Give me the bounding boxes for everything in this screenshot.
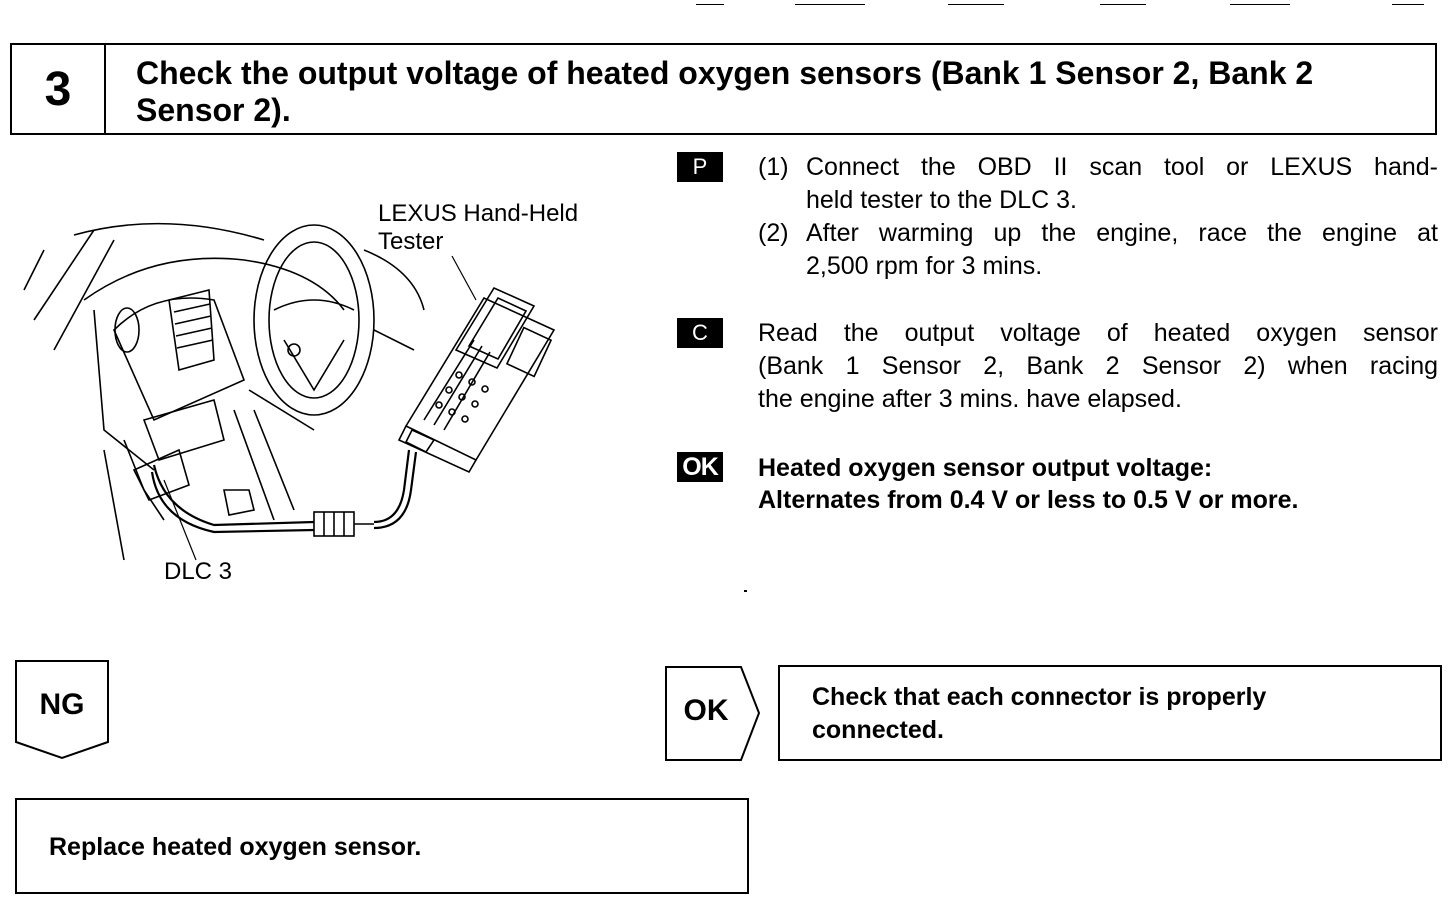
step-number: 3 [12,45,106,133]
tester-label-line2: Tester [378,228,444,255]
prep-step1-num: (1) [758,153,789,181]
check-tag: C [677,318,723,348]
illustration: LEXUS Hand-Held Tester DLC 3 [14,190,654,600]
check-line1: Read the output voltage of heated oxygen… [758,319,1438,347]
header-rule [1392,4,1424,5]
ok-tag: OK [677,452,723,482]
step-title: Check the output voltage of heated oxyge… [136,55,1314,128]
ok-action-line1: Check that each connector is properly [812,683,1267,711]
scan-dot [744,590,747,592]
dashboard-tester-drawing [23,222,556,561]
ok-action-box: Check that each connector is properly co… [778,665,1442,761]
tester-label: LEXUS Hand-Held Tester [378,200,578,256]
ok-line1: Heated oxygen sensor output voltage: [758,454,1213,482]
prep-step2-num: (2) [758,219,789,247]
ng-action-text: Replace heated oxygen sensor. [49,833,422,861]
ok-badge-shape [665,666,761,761]
ok-line2: Alternates from 0.4 V or less to 0.5 V o… [758,486,1299,514]
prep-tag: P [677,152,723,182]
ok-action-line2: connected. [812,716,944,744]
check-line2: (Bank 1 Sensor 2, Bank 2 Sensor 2) when … [758,352,1438,380]
ng-badge-shape [15,660,109,760]
prep-step1-line2: held tester to the DLC 3. [806,186,1077,214]
step-header: 3 Check the output voltage of heated oxy… [10,43,1437,135]
prep-step2-line2: 2,500 rpm for 3 mins. [806,252,1043,280]
prep-step2-line1: After warming up the engine, race the en… [806,219,1438,247]
header-rule [1230,4,1290,5]
ng-action-box: Replace heated oxygen sensor. [15,798,749,894]
prep-step1-line1: Connect the OBD II scan tool or LEXUS ha… [806,153,1438,181]
dlc-label: DLC 3 [164,558,233,585]
header-rule [1100,4,1146,5]
check-line3: the engine after 3 mins. have elapsed. [758,385,1182,413]
header-rule [948,4,1004,5]
ng-badge: NG [15,660,109,760]
ok-badge: OK [665,666,761,762]
header-rule [795,4,865,5]
ok-label: OK [683,694,729,727]
header-rule [696,4,724,5]
tester-label-line1: LEXUS Hand-Held [378,200,579,227]
ng-label: NG [39,688,85,721]
